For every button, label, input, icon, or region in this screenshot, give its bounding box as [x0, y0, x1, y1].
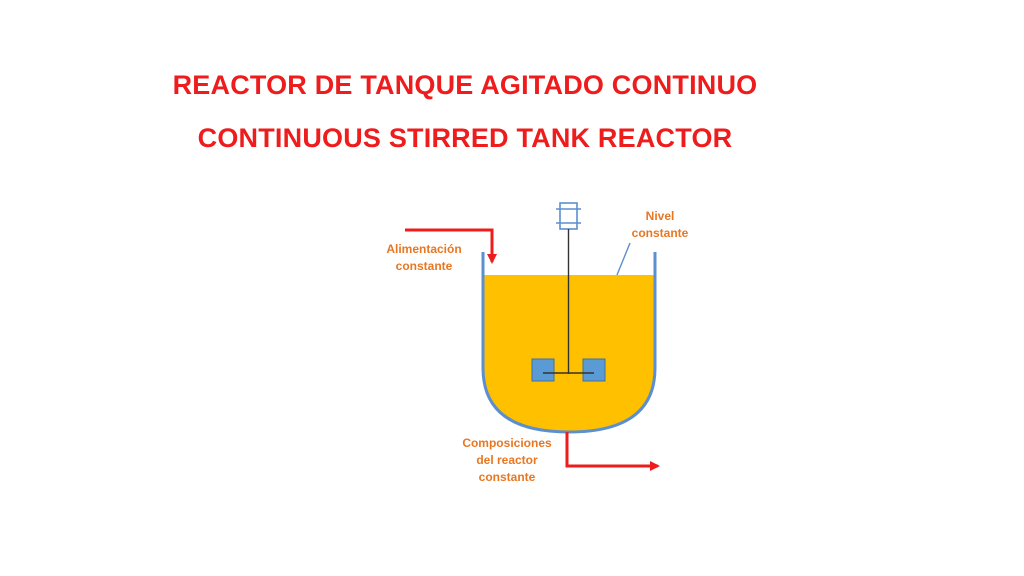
outlet-arrow [565, 432, 660, 471]
outlet-label-line-1: Composiciones [462, 436, 552, 450]
title-english: CONTINUOUS STIRRED TANK REACTOR [197, 123, 733, 153]
outlet-label-line-3: constante [478, 470, 536, 484]
impeller-blade-left [531, 358, 555, 382]
feed-label: Alimentación constante [372, 241, 476, 275]
level-label: Nivel constante [620, 208, 700, 242]
outlet-label-line-2: del reactor [476, 453, 538, 467]
feed-arrow [405, 228, 497, 264]
level-label-line-1: Nivel [645, 209, 675, 223]
feed-label-line-2: constante [395, 259, 453, 273]
agitator-motor [556, 202, 581, 230]
outlet-label: Composiciones del reactor constante [452, 435, 562, 486]
title-spanish: REACTOR DE TANQUE AGITADO CONTINUO [172, 70, 758, 100]
vessel-wall [481, 252, 657, 434]
level-label-line-2: constante [631, 226, 689, 240]
feed-label-line-1: Alimentación [386, 242, 462, 256]
level-pointer-line [616, 242, 631, 276]
impeller-blade-right [582, 358, 606, 382]
